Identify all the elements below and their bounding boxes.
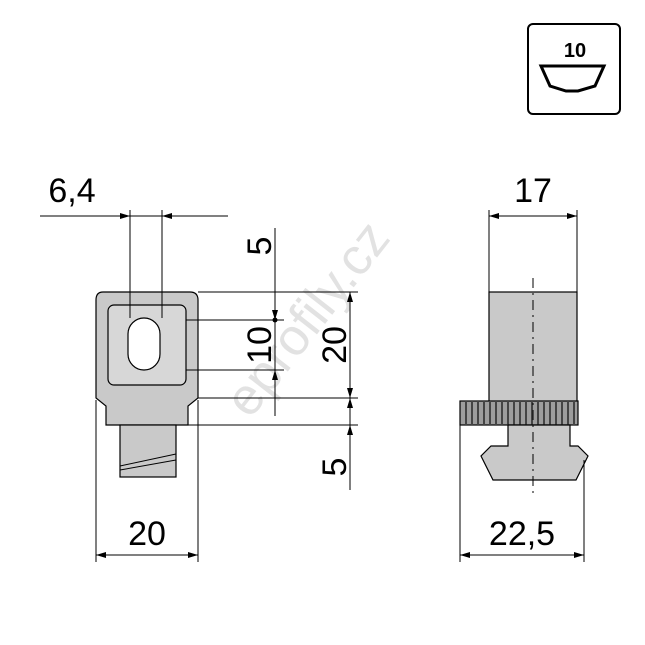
stem-edge <box>119 453 177 467</box>
front-view-dimensions <box>40 210 358 562</box>
front-view <box>95 291 199 478</box>
dim-gap-5-upper: 5 <box>241 237 279 256</box>
dim-width-17: 17 <box>514 172 552 210</box>
side-view <box>459 278 589 494</box>
front-view-stem <box>119 424 177 478</box>
dim-slot-10: 10 <box>241 326 279 364</box>
dim-height-20: 20 <box>316 326 354 364</box>
dim-width-20: 20 <box>128 515 166 553</box>
stem-edge-2 <box>119 459 177 471</box>
knurl-pattern <box>465 401 575 425</box>
slot-profile-badge: 10 <box>527 23 621 115</box>
slot-profile-icon <box>538 64 607 93</box>
dim-gap-5-lower: 5 <box>316 458 354 477</box>
side-view-foot <box>480 424 589 481</box>
badge-label: 10 <box>564 40 586 62</box>
front-view-slot <box>127 317 161 371</box>
dim-width-22-5: 22,5 <box>489 515 555 553</box>
side-view-dimensions <box>459 210 585 562</box>
dim-width-6-4: 6,4 <box>48 172 95 210</box>
